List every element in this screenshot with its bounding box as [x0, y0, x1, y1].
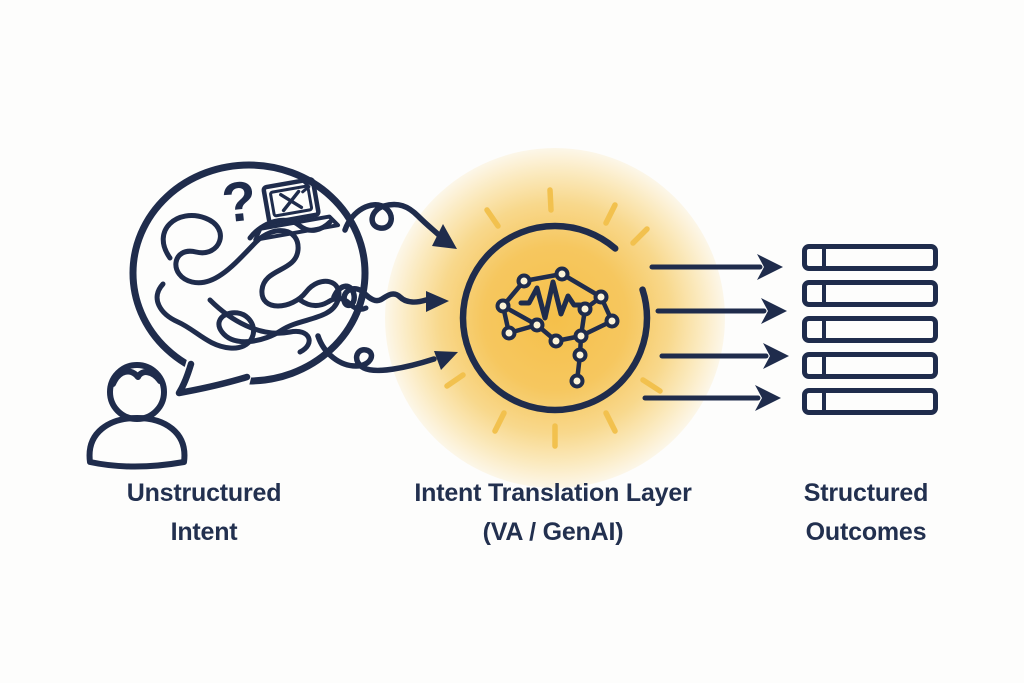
caption-structured-outcomes: Structured Outcomes: [686, 474, 1024, 552]
outcome-row: [802, 352, 938, 379]
sun-rays-icon: [444, 187, 663, 449]
squiggle-arrow-icon: [331, 283, 449, 312]
caption-line: Outcomes: [805, 518, 927, 546]
pulse-line-icon: [518, 279, 583, 321]
outcome-stack: [802, 244, 938, 415]
straight-arrow-icon: [649, 254, 783, 280]
caption-line: Intent: [170, 518, 238, 546]
straight-arrow-icon: [655, 298, 787, 324]
caption-line: Unstructured: [126, 479, 282, 507]
caption-line: Intent Translation Layer: [414, 479, 692, 507]
broken-laptop-icon: [253, 177, 340, 242]
person-icon: [86, 362, 188, 470]
caption-unstructured-intent: Unstructured Intent: [24, 474, 384, 552]
speech-bubble-icon: [129, 161, 369, 397]
caption-line: (VA / GenAI): [482, 518, 624, 546]
translation-circle-icon: [459, 222, 651, 414]
brain-network-icon: [495, 266, 620, 389]
outcome-row: [802, 280, 938, 307]
straight-arrow-icon: [659, 343, 789, 369]
squiggle-arrow-icon: [342, 201, 457, 249]
caption-intent-translation-layer: Intent Translation Layer (VA / GenAI): [373, 474, 733, 552]
straight-arrow-icon: [642, 385, 781, 411]
caption-line: Structured: [803, 479, 929, 507]
outcome-row: [802, 244, 938, 271]
outcome-row: [802, 388, 938, 415]
outcome-row: [802, 316, 938, 343]
question-mark-icon: ?: [219, 168, 260, 234]
scribble-tangle-icon: [154, 213, 369, 355]
squiggle-arrow-icon: [315, 333, 458, 374]
